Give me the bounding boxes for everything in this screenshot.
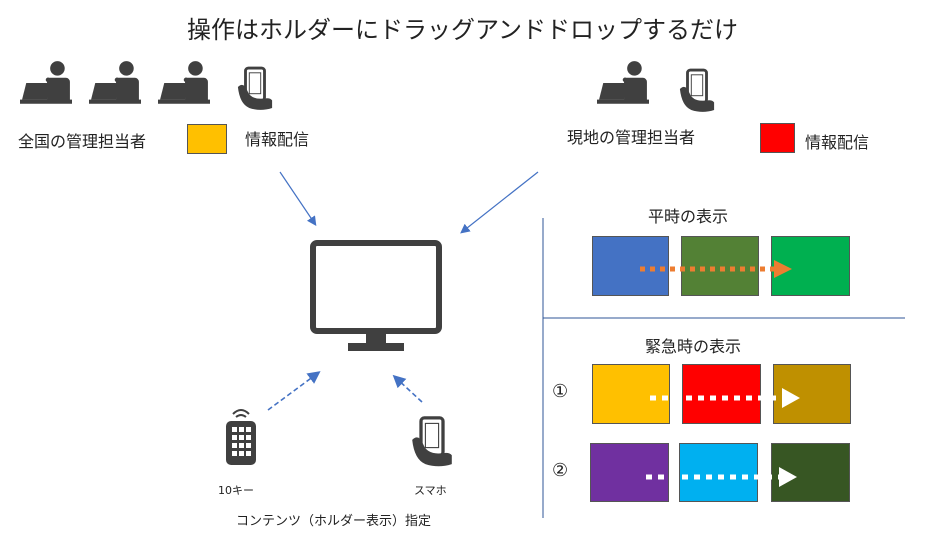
phone-label: スマホ: [414, 484, 447, 497]
arrow-from-remote: [267, 371, 321, 411]
local-color-swatch: [760, 123, 795, 153]
national-manager-label: 全国の管理担当者: [18, 132, 147, 151]
normal-holder-2: [681, 236, 759, 296]
remote-label: 10キー: [218, 484, 254, 497]
arrow-from-local: [460, 171, 539, 234]
emergency-holder-2-2: [679, 443, 758, 502]
local-info-label: 情報配信: [805, 133, 870, 152]
normal-display-title: 平時の表示: [648, 207, 729, 226]
bottom-caption: コンテンツ（ホルダー表示）指定: [236, 514, 432, 529]
monitor-icon: [310, 240, 442, 351]
emergency-holder-2-1: [590, 443, 669, 502]
row-marker-1: ①: [552, 381, 569, 402]
arrow-from-national: [279, 171, 317, 226]
normal-holder-1: [592, 236, 669, 296]
normal-holder-3: [771, 236, 850, 296]
emergency-display-title: 緊急時の表示: [645, 337, 742, 356]
page-title: 操作はホルダーにドラッグアンドドロップするだけ: [186, 16, 739, 44]
national-color-swatch: [187, 124, 227, 154]
emergency-holder-1-1: [592, 364, 670, 424]
emergency-holder-1-2: [682, 364, 761, 424]
row-marker-2: ②: [552, 460, 569, 481]
local-manager-label: 現地の管理担当者: [567, 128, 696, 147]
arrow-from-phone: [392, 374, 423, 403]
remote-keypad-icon: [226, 409, 256, 465]
national-info-label: 情報配信: [245, 130, 310, 149]
